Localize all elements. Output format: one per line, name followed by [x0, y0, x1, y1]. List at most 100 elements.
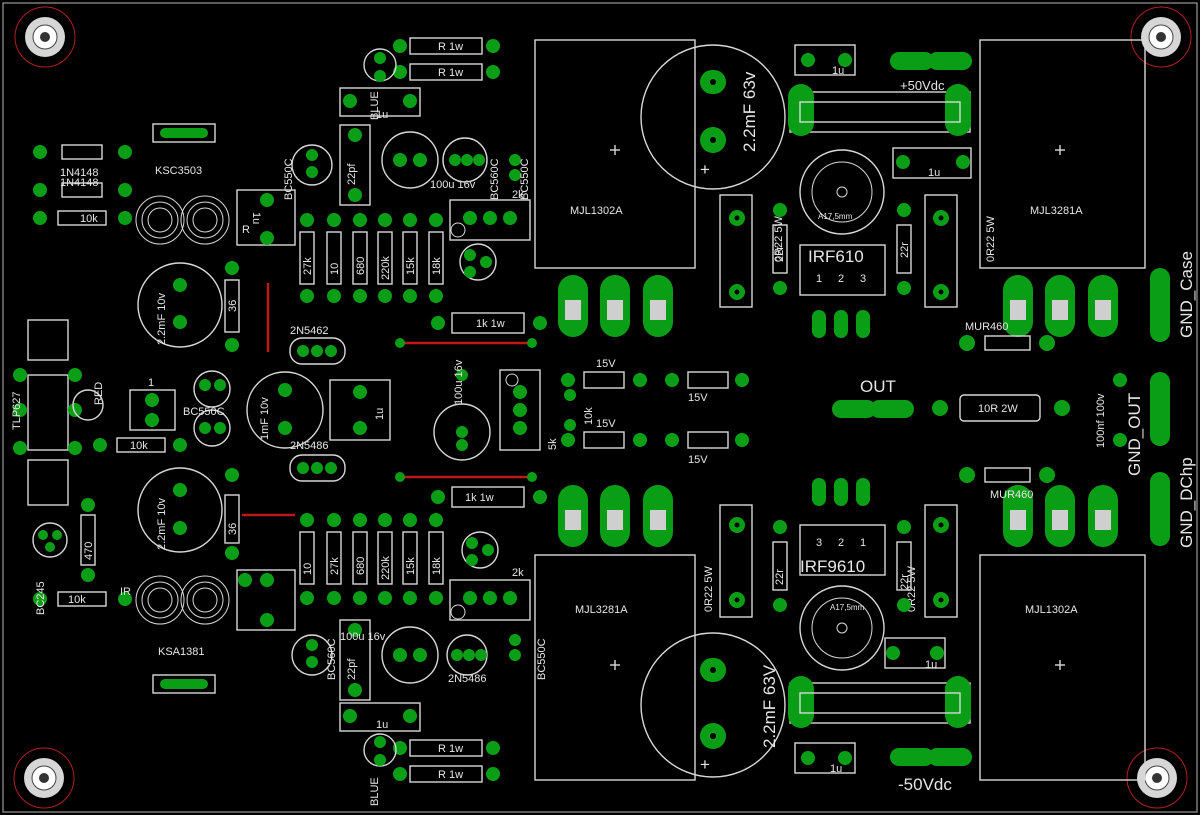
svg-text:220k: 220k [380, 256, 392, 280]
svg-text:A17,5mm: A17,5mm [818, 212, 853, 221]
capacitor-100u16v-bottom: 100u 16v [340, 626, 439, 684]
capacitor-100nf: 100nf 100v [1095, 373, 1127, 448]
svg-text:GND_OUT: GND_OUT [1125, 393, 1144, 476]
svg-text:+: + [700, 755, 710, 774]
svg-text:15k: 15k [405, 557, 417, 575]
resistor-0r22-c: 0R22 5W [703, 504, 753, 618]
svg-text:1: 1 [816, 273, 822, 285]
svg-text:36: 36 [227, 300, 239, 312]
capacitor-100u-mid: 100u 16v [433, 359, 491, 461]
led-blue-top: BLUE [363, 48, 397, 120]
resistor-18k-bottom: 18k [428, 513, 444, 605]
svg-text:IR: IR [120, 586, 131, 598]
svg-text:KSA1381: KSA1381 [158, 646, 204, 658]
svg-text:1N4148: 1N4148 [60, 167, 99, 179]
transistor-2n5486-bottom-right: 2N5486 [446, 634, 488, 685]
svg-text:36: 36 [227, 523, 239, 535]
resistor-10k-c: 10k [33, 591, 132, 607]
resistor-36-top: 36 [224, 261, 240, 352]
capacitor-2200uf-bottom: 2.2mF 63V + [640, 632, 786, 778]
resistor-10-bottom: 10 [299, 513, 315, 605]
svg-text:680: 680 [355, 557, 367, 575]
svg-text:A17,5mm: A17,5mm [830, 603, 865, 612]
svg-text:BC550C: BC550C [283, 158, 295, 200]
fuse-holder-top [788, 84, 971, 136]
diode-1n4148-b: 1N4148 [33, 177, 132, 198]
mjl-pads [558, 275, 1118, 547]
svg-text:3: 3 [860, 273, 866, 285]
zener-15v-b: 15V [665, 371, 749, 404]
resistor-27k-bottom: 27k [326, 513, 342, 605]
capacitor-1u-f: 1u [339, 702, 421, 732]
svg-text:TLP627: TLP627 [11, 391, 23, 430]
resistor-10-top: 10 [326, 213, 342, 303]
svg-text:10: 10 [302, 563, 314, 575]
mounting-hole-tr [1130, 6, 1192, 68]
mounting-hole-br [1126, 747, 1188, 809]
jfet-bc245: BC245 [32, 522, 68, 615]
transistor-mjl1302a-top: MJL1302A [534, 39, 696, 269]
svg-text:10k: 10k [130, 440, 148, 452]
svg-text:1u: 1u [376, 719, 388, 731]
mounting-hole-bl [13, 747, 75, 809]
resistor-0r22-b: 0R22 5W [924, 194, 997, 308]
svg-text:22r: 22r [774, 569, 786, 585]
resistor-22r-b: 22r [896, 203, 912, 295]
svg-text:MUR460: MUR460 [965, 321, 1008, 333]
resistor-15k-bottom: 15k [402, 513, 418, 605]
terminal-gnd-case: GND_Case [1150, 251, 1196, 342]
transistor-small-top [459, 243, 497, 281]
svg-text:GND_Case: GND_Case [1177, 251, 1196, 338]
led-red: RED [72, 382, 105, 421]
capacitor-1u-g: 1u [329, 379, 391, 441]
svg-text:1k 1w: 1k 1w [476, 318, 505, 330]
svg-text:1u: 1u [928, 167, 940, 179]
svg-text:15V: 15V [688, 454, 708, 466]
svg-text:2N5462: 2N5462 [290, 325, 329, 337]
terminal-gnd-out: GND_OUT [1125, 372, 1170, 476]
diode-1n4148-a: 1N4148 [33, 144, 132, 179]
jfet-2n5486-mid: 2N5486 [289, 440, 346, 482]
svg-text:0R22 5W: 0R22 5W [703, 566, 715, 612]
svg-text:10R 2W: 10R 2W [978, 403, 1018, 415]
transistor-mjl3281a-top: MJL3281A [979, 39, 1146, 269]
resistor-10k-b: 10k [93, 437, 187, 453]
resistor-15k-top: 15k [402, 213, 418, 303]
svg-text:10k: 10k [68, 594, 86, 606]
svg-text:GND_DChp: GND_DChp [1177, 457, 1196, 548]
svg-text:1: 1 [148, 377, 154, 389]
capacitor-1mf-10v: 1mF 10v [246, 371, 324, 449]
svg-text:2: 2 [838, 537, 844, 549]
svg-text:100u 16v: 100u 16v [453, 359, 465, 405]
svg-text:22r: 22r [899, 574, 911, 590]
svg-text:15k: 15k [405, 257, 417, 275]
svg-text:MJL1302A: MJL1302A [1025, 604, 1078, 616]
transistor-bc560c-top: BC560C [442, 137, 501, 200]
diode-mur460-top: MUR460 [959, 321, 1055, 351]
zener-15v-c: 15V [561, 418, 647, 449]
supply-minus50: -50Vdc [890, 748, 972, 794]
ir-label: IR [120, 586, 131, 598]
resistor-10k-a: 10k [33, 210, 132, 226]
resistor-1k-1w-top: 1k 1w [431, 312, 547, 334]
svg-text:15V: 15V [596, 418, 616, 430]
zener-15v-a: 15V [561, 358, 647, 389]
zener-15v-d: 15V [665, 431, 749, 466]
svg-text:22pf: 22pf [346, 163, 358, 185]
led-blue-bottom: BLUE [363, 733, 397, 806]
optocoupler-tlp627: TLP627 [11, 319, 82, 506]
resistor-5k: 5k [499, 369, 559, 451]
capacitor-2.2mf-top-left: 2.2mF 10v [137, 262, 223, 348]
svg-text:2.2mF 10v: 2.2mF 10v [156, 498, 168, 550]
svg-text:2k: 2k [512, 567, 524, 579]
resistor-470: 470 [80, 498, 96, 582]
transistor-ksa1381: KSA1381 [152, 646, 216, 694]
resistor-0r22-a: 0R22 5W [719, 194, 785, 308]
resistor-220k-bottom: 220k [377, 513, 393, 605]
connector-1-2: 1 [129, 377, 176, 431]
svg-text:1u: 1u [250, 212, 262, 224]
svg-text:0R22 5W: 0R22 5W [773, 216, 785, 262]
resistor-r1w-d: R 1w [393, 765, 500, 783]
svg-text:BC550C: BC550C [536, 638, 548, 680]
svg-text:10k: 10k [80, 213, 98, 225]
